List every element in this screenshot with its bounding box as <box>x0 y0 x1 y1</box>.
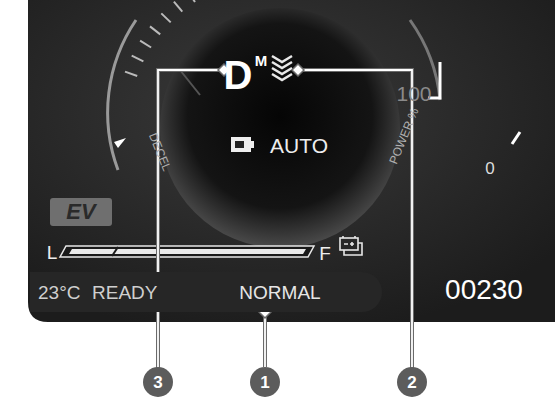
node-text: NORMAL <box>239 283 320 302</box>
scale-value: 0 <box>485 160 494 177</box>
node-text: EV <box>66 201 95 223</box>
leader-line <box>292 64 412 368</box>
mode-indicator: M <box>255 53 268 68</box>
leader-line <box>259 306 271 367</box>
center-dial <box>160 8 400 248</box>
battery-mode-icon <box>231 137 254 152</box>
gauge-end-label: L <box>47 243 58 262</box>
gear-indicator: D <box>224 55 253 95</box>
odometer-value: 00230 <box>445 276 523 304</box>
mode-text: AUTO <box>270 135 328 156</box>
battery-level-icon <box>340 236 362 255</box>
node-text: READY <box>92 283 157 302</box>
callout-number: 1 <box>250 367 280 397</box>
charge-bar-fill <box>69 249 306 254</box>
regen-chevron-icon <box>272 56 292 80</box>
status-band: 23°C READY NORMAL <box>30 272 382 312</box>
dial-needle <box>180 70 200 95</box>
callout-number: 2 <box>397 367 427 397</box>
charge-bar-frame <box>60 246 314 257</box>
display-panel <box>28 0 555 322</box>
leader-line <box>158 64 230 368</box>
scale-mark <box>512 132 520 144</box>
node-text: 2 <box>407 374 416 391</box>
node-text: 1 <box>260 374 269 391</box>
node-text: 23°C <box>38 283 80 302</box>
callout-number: 3 <box>143 367 173 397</box>
decel-gauge-arc <box>108 20 136 170</box>
charge-bar-mark <box>112 247 118 256</box>
scale-value: 100 <box>396 83 431 104</box>
gauge-pointer <box>114 138 126 148</box>
ev-badge: EV <box>50 198 112 226</box>
gauge-end-label: F <box>319 244 331 263</box>
node-text: 3 <box>153 374 162 391</box>
